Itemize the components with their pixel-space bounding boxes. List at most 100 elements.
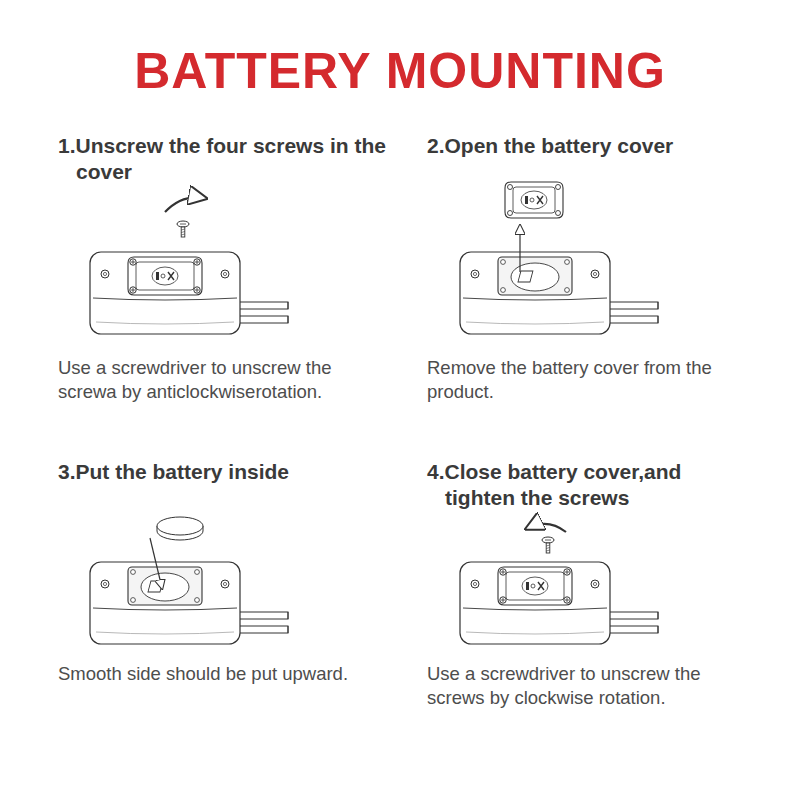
mount-hole-inner xyxy=(593,582,596,585)
screw-boss xyxy=(195,598,200,603)
housing-edge xyxy=(96,322,234,324)
battery-cover xyxy=(498,567,572,605)
mount-hole xyxy=(591,270,599,278)
mount-hole-inner xyxy=(103,272,106,275)
housing xyxy=(460,252,610,334)
screw xyxy=(194,287,200,293)
screw-slot xyxy=(501,598,505,602)
mount-hole xyxy=(101,270,109,278)
screw-thread xyxy=(181,234,185,235)
mount-hole xyxy=(221,580,229,588)
screw-thread xyxy=(546,545,550,546)
screw xyxy=(194,259,200,265)
step-caption: Use a screwdriver to unscrew the screwa … xyxy=(58,356,393,405)
cover-mark xyxy=(531,584,535,588)
mount-hole-inner xyxy=(473,582,476,585)
screw-boss xyxy=(131,570,136,575)
screw-hole xyxy=(556,211,561,216)
screw-boss xyxy=(501,288,506,293)
housing xyxy=(90,562,240,644)
screw-slot xyxy=(545,540,551,541)
battery-cover xyxy=(505,182,563,218)
screw-shank xyxy=(546,543,550,553)
screw xyxy=(500,597,506,603)
screw-slot xyxy=(131,260,135,264)
device xyxy=(90,252,288,334)
mount-hole xyxy=(471,270,479,278)
mount-hole xyxy=(471,580,479,588)
screw xyxy=(130,259,136,265)
screw-head xyxy=(542,537,554,543)
mount-hole-inner xyxy=(103,582,106,585)
screw-boss xyxy=(565,288,570,293)
screw xyxy=(177,221,189,237)
cover-mark xyxy=(161,274,165,278)
mount-hole-inner xyxy=(223,272,226,275)
mount-hole-inner xyxy=(593,272,596,275)
lift-arrow xyxy=(519,226,520,272)
battery-contact xyxy=(518,271,533,282)
housing-edge xyxy=(466,632,604,634)
device xyxy=(460,252,658,334)
screw-slot xyxy=(565,598,569,602)
housing-edge xyxy=(93,608,237,610)
screw xyxy=(130,287,136,293)
battery-holder xyxy=(511,263,559,291)
screw xyxy=(500,569,506,575)
mount-hole xyxy=(591,580,599,588)
cover-mark xyxy=(526,582,529,590)
screw-thread xyxy=(546,550,550,551)
cover-dial xyxy=(522,577,548,595)
battery-recess xyxy=(128,567,202,605)
battery-holder xyxy=(141,573,189,601)
cable-end xyxy=(658,316,659,323)
screw-boss xyxy=(501,260,506,265)
housing-edge xyxy=(96,632,234,634)
screw-boss xyxy=(195,570,200,575)
screw-thread xyxy=(181,232,185,233)
mount-hole xyxy=(101,580,109,588)
cable-end xyxy=(288,316,289,323)
cover-inner xyxy=(506,572,564,600)
screw-head xyxy=(177,221,189,227)
step-heading: 4.Close battery cover,and tighten the sc… xyxy=(427,459,745,512)
device xyxy=(90,562,288,644)
cover-mark xyxy=(530,198,534,202)
screw xyxy=(564,569,570,575)
step-heading: 3.Put the battery inside xyxy=(58,459,406,485)
screw-slot xyxy=(180,224,186,225)
cover-dial xyxy=(152,267,178,285)
cover-dial xyxy=(521,191,547,209)
device xyxy=(460,562,658,644)
insert-arrow xyxy=(150,538,162,588)
cable-end xyxy=(658,612,659,619)
cover-mark xyxy=(168,272,174,280)
cable-end xyxy=(288,612,289,619)
screw-slot xyxy=(565,570,569,574)
battery-cover xyxy=(128,257,202,295)
cover-mark xyxy=(537,196,543,204)
step-caption: Use a screwdriver to unscrew the screws … xyxy=(427,662,757,711)
mount-hole-inner xyxy=(473,272,476,275)
screw-thread xyxy=(546,548,550,549)
cover-mark xyxy=(525,196,528,204)
screw-shank xyxy=(181,227,185,237)
cover-inner xyxy=(513,187,555,213)
rotation-arrow xyxy=(528,524,566,532)
cover-inner xyxy=(136,262,194,290)
screw-hole xyxy=(508,185,513,190)
housing-edge xyxy=(93,298,237,300)
cover-mark xyxy=(538,582,544,590)
cable-end xyxy=(658,302,659,309)
housing xyxy=(460,562,610,644)
step-heading: 2.Open the battery cover xyxy=(427,133,775,159)
page-title: BATTERY MOUNTING xyxy=(0,42,800,100)
screw xyxy=(564,597,570,603)
screw xyxy=(542,537,554,553)
housing xyxy=(90,252,240,334)
housing-edge xyxy=(466,322,604,324)
cover-mark xyxy=(156,272,159,280)
cable-end xyxy=(288,302,289,309)
screw-boss xyxy=(131,598,136,603)
step-heading: 1.Unscrew the four screws in the cover xyxy=(58,133,396,186)
